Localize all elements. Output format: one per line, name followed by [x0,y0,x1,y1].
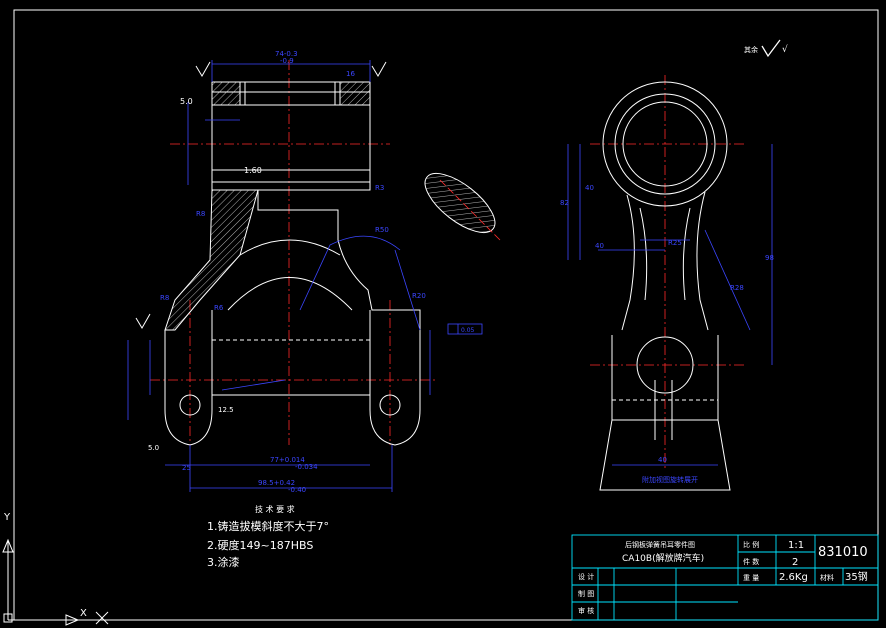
tolerance-frame [447,323,483,335]
rough-50: 5.0 [148,444,159,452]
tb-qty-label: 件 数 [743,557,759,566]
dim-top-right: 16 [346,70,355,78]
tech-req-title: 技 术 要 求 [255,504,295,514]
tolerance-frame-value: 0.05 [461,327,475,334]
tb-checker-label: 审 核 [578,606,594,615]
right-lug-hole [379,394,401,416]
top-boss-outer [602,81,728,207]
hatched-section-top [211,81,241,106]
side-lower-body [599,335,731,491]
tech-req-item-3: 3.涂漆 [207,555,240,569]
tb-qty-value: 2 [792,557,798,568]
bottom-boss [636,336,694,394]
rough-160: 1.60 [244,166,262,175]
title-block [571,534,879,621]
dim-top-width-sub: -0.9 [280,57,294,65]
tb-material-label: 材料 [820,573,834,582]
top-boss-ring [614,93,716,195]
side-dim-98: 98 [765,254,774,262]
tech-requirements: 技 术 要 求 1.铸造拔模斜度不大于7° 2.硬度149~187HBS 3.涂… [207,504,329,569]
dim-bottom-mid: 77+0.014 [270,456,305,464]
side-view [590,75,745,491]
dim-bottom-full: 98.5+0.42 [258,479,295,487]
drawing-border [13,9,879,621]
top-block [211,81,371,191]
body-outline [257,190,421,410]
side-arm-right [696,191,709,331]
rough-125: 12.5 [218,406,234,414]
dim-bottom-mid-sub: -0.034 [295,463,318,471]
view-label-right: 附加视图旋转展开 [642,475,698,484]
top-boss-inner [622,101,708,187]
title-block-text: 后钢板弹簧吊耳零件图 CA10B(解放牌汽车) 比 例 1:1 件 数 2 重 … [578,540,868,615]
dim-radius-5: R20 [412,292,426,300]
side-dim-r28: R28 [730,284,744,292]
side-dim-40: 40 [585,184,594,192]
side-dim-r25: R25 [668,239,682,247]
surface-mark-symbol: √ [782,44,788,55]
side-arm-left [621,194,635,331]
tb-model: CA10B(解放牌汽车) [622,552,704,564]
side-dim-82: 82 [560,199,569,207]
side-view-dimensions [567,144,773,466]
surface-mark-prefix: 其余 [744,45,758,54]
tb-scale-label: 比 例 [743,540,759,549]
side-view-dim-text: 82 40 98 40 40 R25 R28 附加视图旋转展开 [560,184,774,484]
removed-section [424,173,496,233]
tb-weight-value: 2.6Kg [779,572,808,583]
ucs-icon [2,538,109,626]
front-view-dimensions [127,60,483,492]
dim-radius-1: R8 [196,210,205,218]
left-lug-hole [179,394,201,416]
tb-scale-value: 1:1 [788,540,804,551]
tb-material-value: 35钢 [845,570,868,583]
dim-radius-6: R3 [375,184,384,192]
tb-drafter-label: 制 图 [578,589,594,598]
dim-top-width: 74-0.3 [275,50,298,58]
tech-req-item-2: 2.硬度149~187HBS [207,538,313,552]
side-dim-40-b: 40 [595,242,604,250]
ucs-y-label: Y [3,512,11,523]
tb-designer-label: 设 计 [578,572,594,581]
side-dim-40-c: 40 [658,456,667,464]
ucs-x-label: X [80,608,87,619]
hatched-section-left [164,189,259,331]
tb-weight-label: 重 量 [743,574,759,582]
right-lug [369,409,421,446]
tb-drawing-no: 831010 [818,545,868,560]
dim-bottom-left: 25 [182,464,191,472]
rough-left-mark: 5.0 [180,97,193,106]
dim-radius-4: R50 [375,226,389,234]
front-view-dim-text: 74-0.3 -0.9 16 R8 R8 R6 R50 R20 R3 25 77… [160,50,475,494]
front-view [150,60,501,446]
dim-radius-2: R8 [160,294,169,302]
roughness-symbols: 5.0 1.60 12.5 5.0 其余 √ [135,39,788,452]
dim-bottom-full-sub: -0.40 [288,486,306,494]
hatched-section-right [339,81,371,106]
dim-radius-3: R6 [214,304,224,312]
tech-req-item-1: 1.铸造拔模斜度不大于7° [207,519,329,533]
tb-part-name: 后钢板弹簧吊耳零件图 [625,540,695,549]
